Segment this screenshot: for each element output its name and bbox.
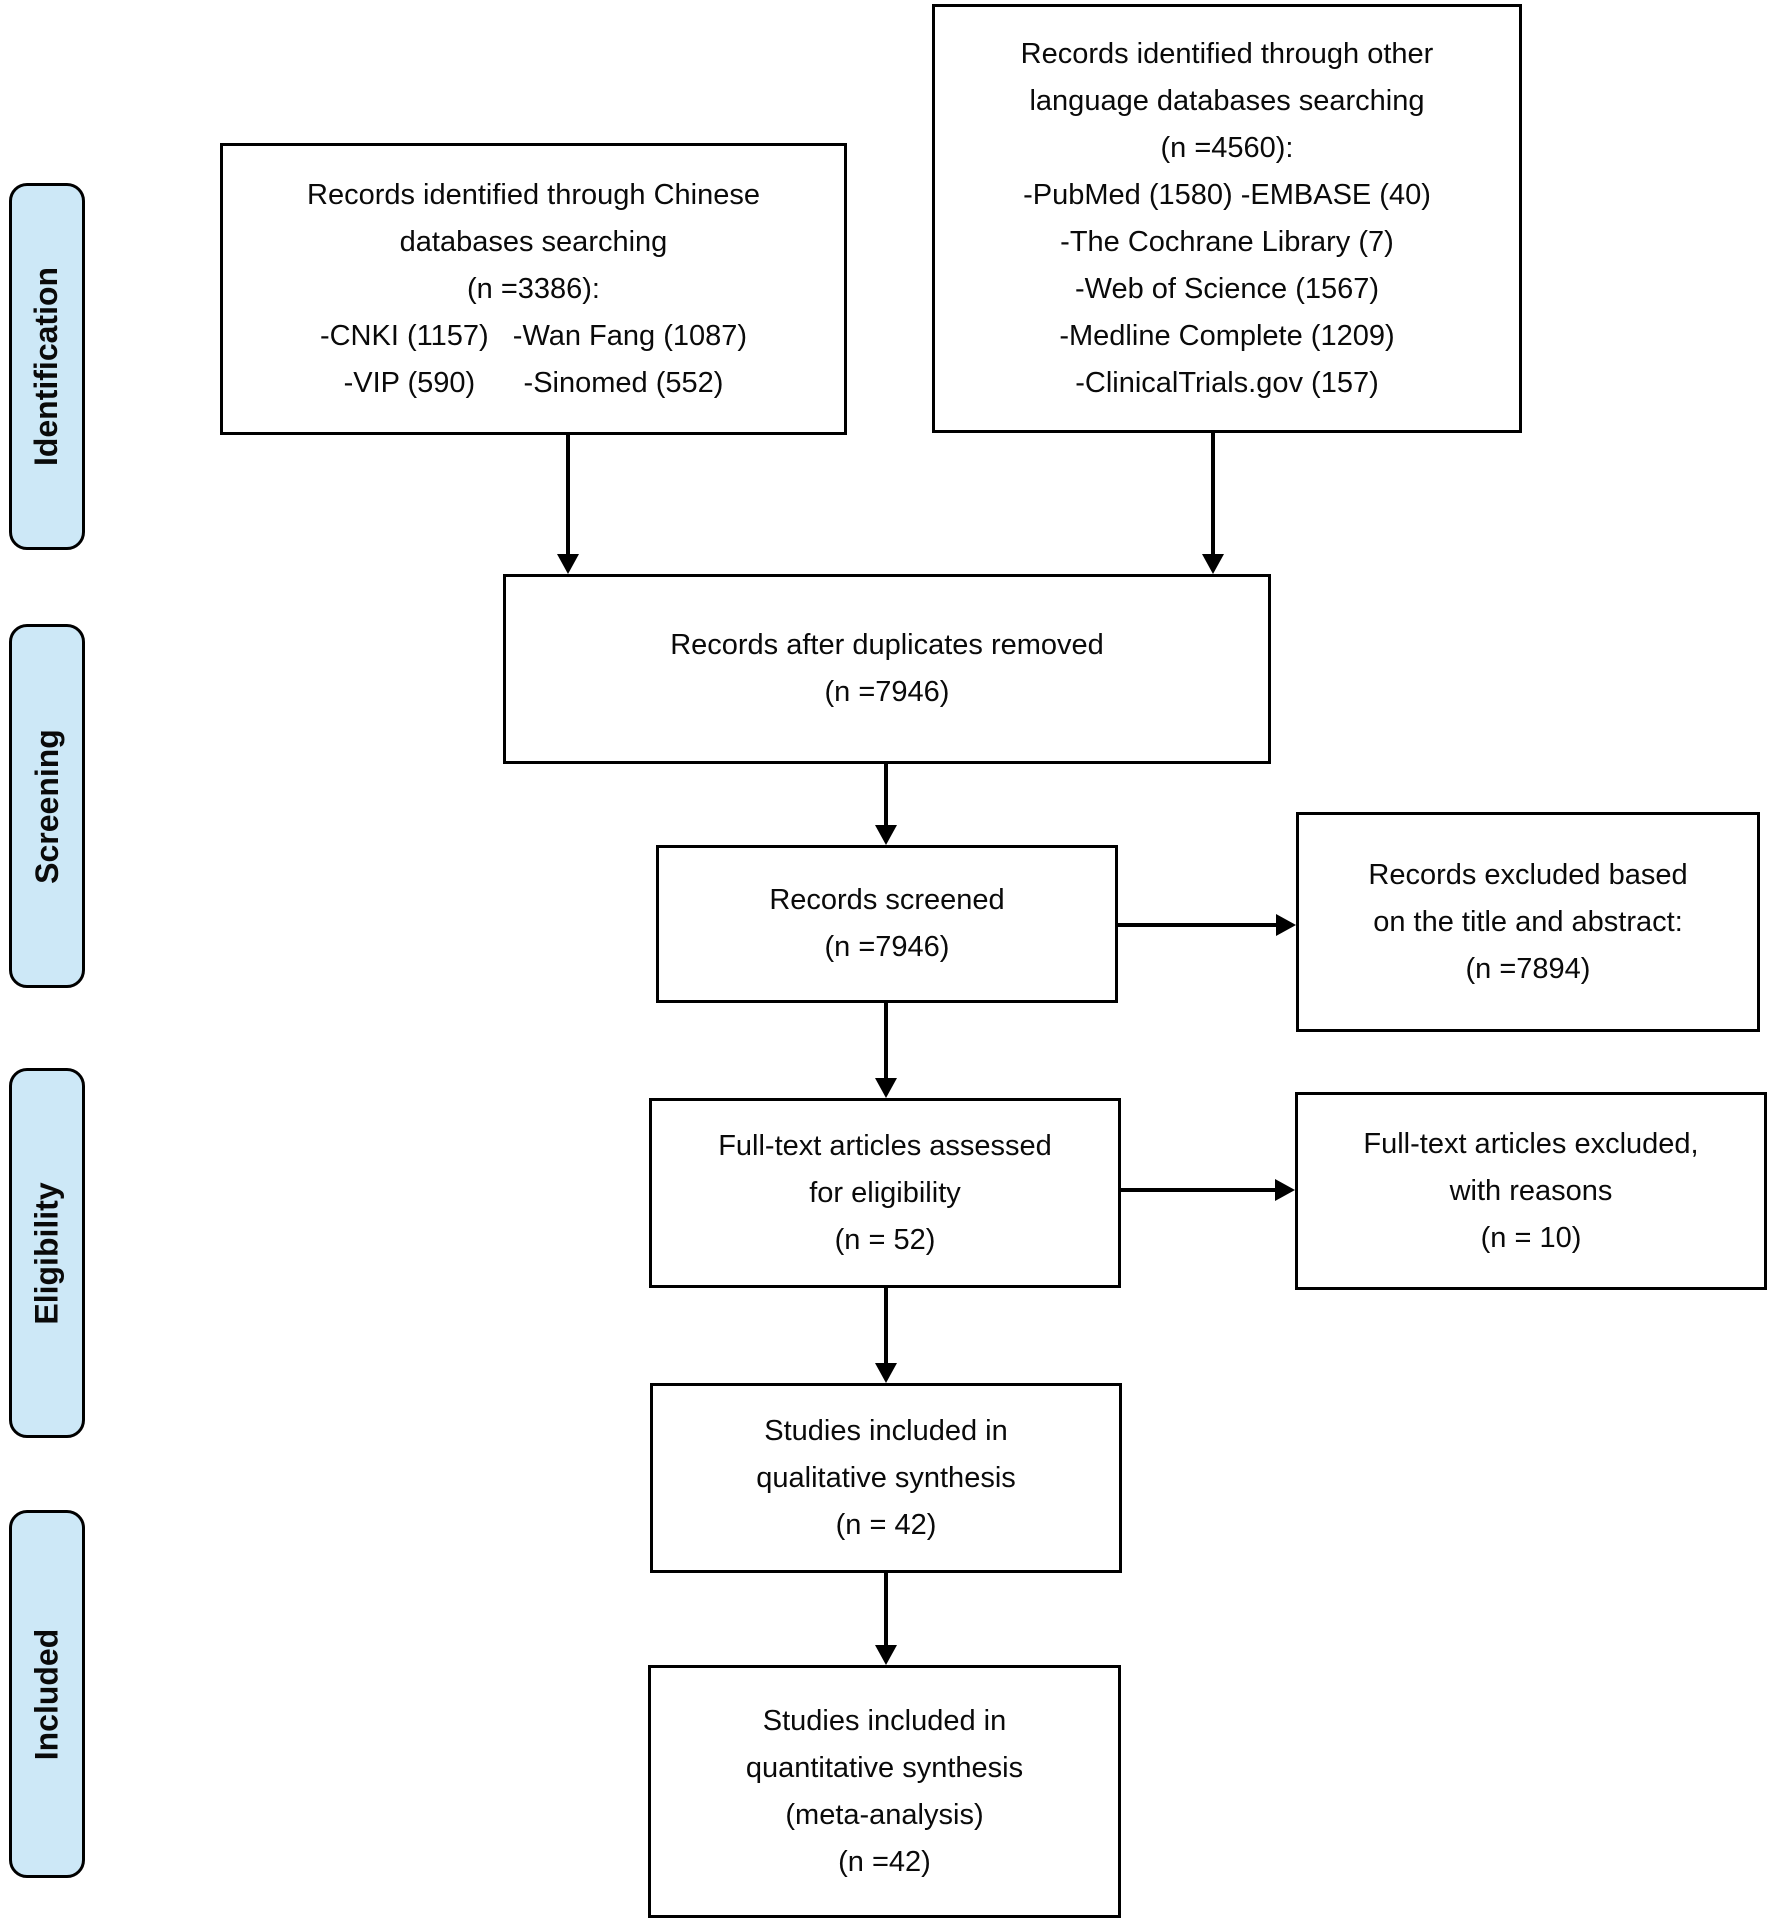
arrow-head-down-icon — [875, 1363, 897, 1383]
box-line: (n =3386): — [466, 272, 600, 305]
arrow-head-down-icon — [875, 1645, 897, 1665]
box-records-screened: Records screened (n =7946) — [656, 845, 1118, 1003]
box-line: quantitative synthesis — [745, 1751, 1024, 1784]
box-duplicates-removed: Records after duplicates removed (n =794… — [503, 574, 1271, 764]
box-line: on the title and abstract: — [1373, 905, 1683, 938]
arrow-shaft — [884, 764, 888, 827]
stage-label-included: Included — [9, 1510, 85, 1878]
box-line: -The Cochrane Library (7) — [1060, 225, 1394, 258]
box-line: with reasons — [1449, 1174, 1613, 1207]
box-qualitative-synthesis: Studies included in qualitative synthesi… — [650, 1383, 1122, 1573]
box-line: Studies included in — [762, 1704, 1007, 1737]
box-line: (n =42) — [838, 1845, 931, 1878]
box-line: Records after duplicates removed — [670, 629, 1104, 661]
box-line: (n =7946) — [824, 676, 950, 708]
box-line: language databases searching — [1029, 84, 1425, 117]
arrow-head-down-icon — [1202, 554, 1224, 574]
box-other-language-databases: Records identified through other languag… — [932, 4, 1522, 433]
arrow-shaft — [884, 1573, 888, 1647]
box-line: Records identified through other — [1020, 37, 1434, 70]
box-line: -ClinicalTrials.gov (157) — [1075, 366, 1379, 399]
box-line: (n =7894) — [1465, 952, 1591, 985]
box-fulltext-assessed: Full-text articles assessed for eligibil… — [649, 1098, 1121, 1288]
box-line: Studies included in — [764, 1414, 1008, 1447]
box-line: for eligibility — [809, 1176, 961, 1209]
box-line: Records excluded based — [1368, 858, 1688, 891]
box-chinese-databases: Records identified through Chinese datab… — [220, 143, 847, 435]
box-line: -PubMed (1580) -EMBASE (40) — [1023, 178, 1431, 211]
arrow-shaft — [1121, 1188, 1277, 1192]
arrow-head-down-icon — [875, 825, 897, 845]
box-line: (n =4560): — [1160, 131, 1294, 164]
arrow-head-down-icon — [557, 554, 579, 574]
box-line: (n =7946) — [824, 931, 950, 963]
arrow-shaft — [566, 435, 570, 556]
arrow-shaft — [884, 1288, 888, 1365]
box-line: Records screened — [769, 884, 1005, 916]
stage-label-identification: Identification — [9, 183, 85, 550]
box-line: -Web of Science (1567) — [1074, 272, 1380, 305]
box-line: -Medline Complete (1209) — [1059, 319, 1395, 352]
stage-label-text: Identification — [28, 266, 65, 467]
box-line: -CNKI (1157) -Wan Fang (1087) — [319, 319, 748, 352]
box-line: (meta-analysis) — [785, 1798, 984, 1831]
box-records-excluded-title-abstract: Records excluded based on the title and … — [1296, 812, 1760, 1032]
stage-label-screening: Screening — [9, 624, 85, 988]
stage-label-eligibility: Eligibility — [9, 1068, 85, 1438]
box-line: (n = 42) — [835, 1508, 937, 1541]
box-line: qualitative synthesis — [756, 1461, 1016, 1494]
box-line: Records identified through Chinese — [307, 178, 760, 211]
arrow-shaft — [1118, 923, 1278, 927]
stage-label-text: Screening — [28, 728, 65, 884]
box-line: (n = 10) — [1480, 1221, 1582, 1254]
arrow-shaft — [884, 1003, 888, 1080]
box-quantitative-synthesis: Studies included in quantitative synthes… — [648, 1665, 1121, 1918]
arrow-head-right-icon — [1275, 1179, 1295, 1201]
box-line: databases searching — [399, 225, 668, 258]
arrow-shaft — [1211, 433, 1215, 556]
stage-label-text: Included — [28, 1628, 65, 1760]
box-line: Full-text articles excluded, — [1363, 1127, 1699, 1160]
box-fulltext-excluded: Full-text articles excluded, with reason… — [1295, 1092, 1767, 1290]
box-line: Full-text articles assessed — [718, 1129, 1052, 1162]
arrow-head-right-icon — [1276, 914, 1296, 936]
stage-label-text: Eligibility — [28, 1181, 65, 1325]
box-line: -VIP (590) -Sinomed (552) — [343, 366, 724, 399]
arrow-head-down-icon — [875, 1078, 897, 1098]
box-line: (n = 52) — [834, 1223, 936, 1256]
